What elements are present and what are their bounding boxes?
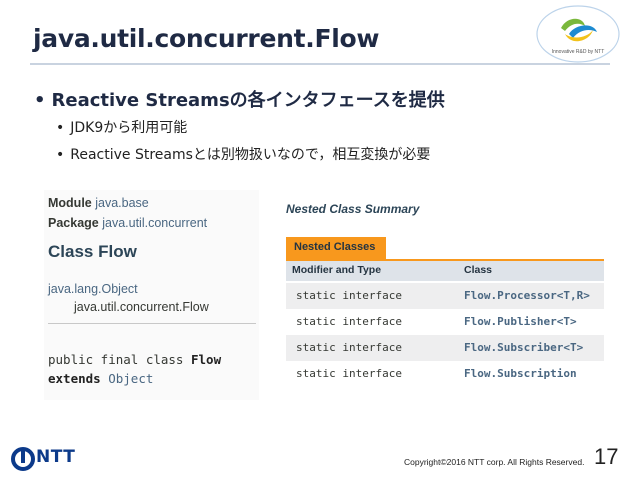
sub-bullet: • JDK9から利用可能 [56,117,187,137]
bullet-dot: • [56,120,65,136]
extends-keyword: extends [48,371,101,386]
nested-summary-heading: Nested Class Summary [286,202,420,216]
table-row: static interface Flow.Processor<T,R> [286,283,604,309]
package-line: Package java.util.concurrent [48,216,207,230]
sub-bullet: • Reactive Streamsとは別物扱いなので，相互変換が必要 [56,144,430,164]
summary-table-header: Modifier and Type Class [286,259,604,281]
sub-bullet-text: JDK9から利用可能 [70,120,188,136]
copyright-notice: Copyright©2016 NTT corp. All Rights Rese… [404,457,585,467]
main-bullet-text: Reactive Streamsの各インタフェースを提供 [51,90,445,111]
hierarchy-class: java.util.concurrent.Flow [74,300,209,314]
ntt-brand-text: NTT [36,447,76,467]
sub-bullet-text: Reactive Streamsとは別物扱いなので，相互変換が必要 [70,147,431,163]
col-class-header: Class [464,264,493,276]
package-link[interactable]: java.util.concurrent [102,216,208,230]
class-declaration: public final class Flow [48,352,221,367]
row-class-link[interactable]: Flow.Subscriber<T> [464,341,584,354]
decl-name: Flow [191,352,222,367]
page-number: 17 [594,444,619,469]
nested-class-summary: Nested Class Summary Nested Classes Modi… [282,194,609,390]
main-bullet: •Reactive Streamsの各インタフェースを提供 [34,86,445,112]
module-line: Module java.base [48,196,149,210]
bullet-dot: • [34,90,46,111]
row-modifier: static interface [296,315,402,328]
slide-title: java.util.concurrent.Flow [33,24,380,53]
logo-caption: Innovative R&D by NTT [552,49,605,55]
title-divider [30,63,610,65]
package-label: Package [48,216,99,230]
extends-object-link[interactable]: Object [108,371,154,386]
row-modifier: static interface [296,341,402,354]
class-heading: Class Flow [48,242,137,261]
row-class-link[interactable]: Flow.Subscription [464,367,577,380]
table-row: static interface Flow.Subscriber<T> [286,335,604,361]
bullet-dot: • [56,147,65,163]
ntt-logo-icon [10,446,80,472]
table-row: static interface Flow.Subscription [286,361,604,387]
row-modifier: static interface [296,367,402,380]
row-modifier: static interface [296,289,402,302]
row-class-link[interactable]: Flow.Publisher<T> [464,315,577,328]
hierarchy-separator [48,323,256,324]
javadoc-class-panel: Module java.base Package java.util.concu… [44,190,259,400]
tab-nested-classes[interactable]: Nested Classes [286,237,386,259]
row-class-link[interactable]: Flow.Processor<T,R> [464,289,590,302]
innovative-rd-logo: Innovative R&D by NTT [535,4,621,64]
hierarchy-root-link[interactable]: java.lang.Object [48,282,138,296]
module-link[interactable]: java.base [95,196,149,210]
table-row: static interface Flow.Publisher<T> [286,309,604,335]
col-modifier-header: Modifier and Type [292,264,382,276]
decl-prefix: public final class [48,352,184,367]
module-label: Module [48,196,92,210]
extends-line: extends Object [48,371,153,386]
